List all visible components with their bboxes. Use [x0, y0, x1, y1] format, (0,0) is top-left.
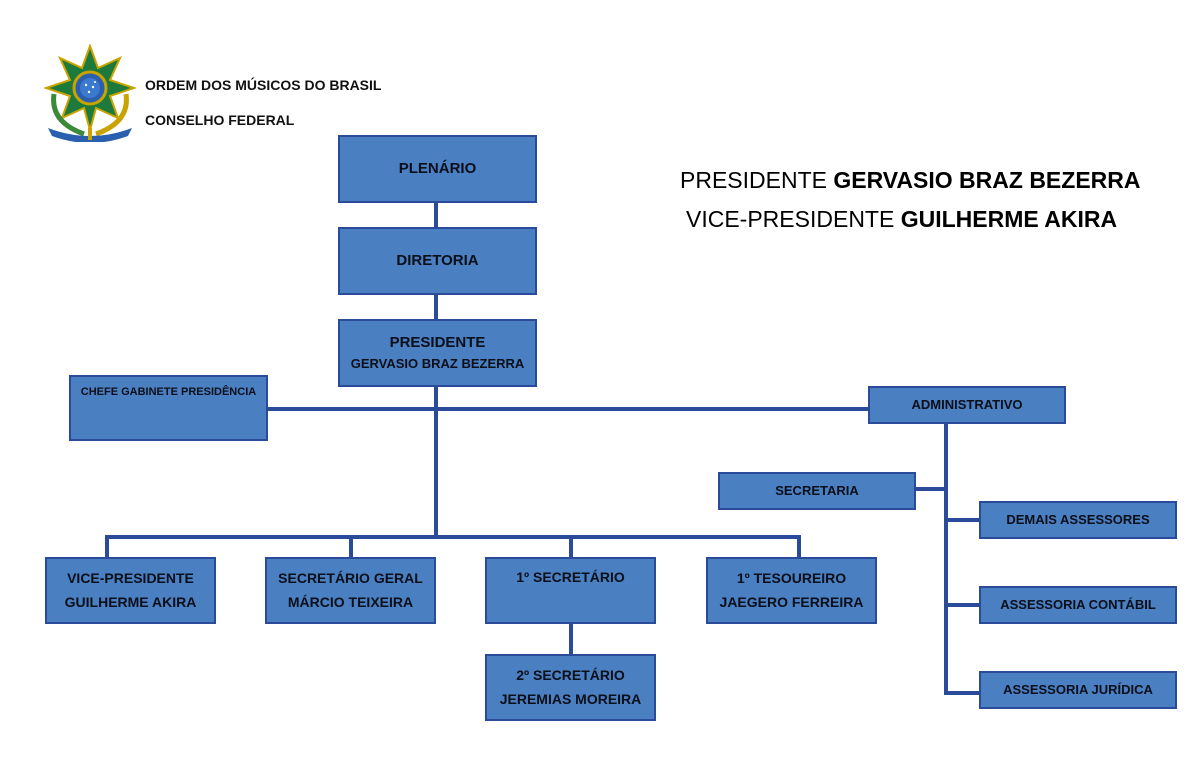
- lead-vice-role: VICE-PRESIDENTE: [686, 206, 895, 232]
- segundo-secretario-name: JEREMIAS MOREIRA: [499, 690, 642, 707]
- vice-presidente-role: VICE-PRESIDENTE: [67, 570, 194, 586]
- assessoria-juridica-label: ASSESSORIA JURÍDICA: [1003, 681, 1153, 697]
- org-name: ORDEM DOS MÚSICOS DO BRASIL: [145, 77, 382, 93]
- box-presidente: PRESIDENTE GERVASIO BRAZ BEZERRA: [338, 319, 537, 387]
- vice-presidente-name: GUILHERME AKIRA: [64, 593, 197, 610]
- box-assessoria-contabil: ASSESSORIA CONTÁBIL: [979, 586, 1177, 624]
- presidente-role: PRESIDENTE: [389, 333, 486, 351]
- box-assessoria-juridica: ASSESSORIA JURÍDICA: [979, 671, 1177, 709]
- segundo-secretario-role: 2º SECRETÁRIO: [516, 667, 625, 683]
- connector-demais-assessores: [944, 518, 981, 522]
- connector-secretarios: [569, 622, 573, 656]
- brazil-coat-of-arms-icon: [44, 44, 136, 142]
- connector-bottom-horizontal: [105, 535, 801, 539]
- lead-president-role: PRESIDENTE: [680, 167, 827, 193]
- lead-vice-president: VICE-PRESIDENTE GUILHERME AKIRA: [686, 206, 1117, 233]
- secretaria-label: SECRETARIA: [775, 482, 859, 498]
- connector-plenario-diretoria: [434, 202, 438, 229]
- assessoria-contabil-label: ASSESSORIA CONTÁBIL: [1000, 596, 1156, 612]
- box-primeiro-secretario: 1º SECRETÁRIO: [485, 557, 656, 624]
- connector-admin-trunk: [944, 422, 948, 695]
- connector-assessoria-contabil: [944, 603, 981, 607]
- box-vice-presidente: VICE-PRESIDENTE GUILHERME AKIRA: [45, 557, 216, 624]
- org-unit: CONSELHO FEDERAL: [145, 112, 295, 128]
- primeiro-tesoureiro-role: 1º TESOUREIRO: [736, 570, 847, 586]
- connector-assessoria-juridica: [944, 691, 981, 695]
- box-demais-assessores: DEMAIS ASSESSORES: [979, 501, 1177, 539]
- connector-drop-tesoureiro: [797, 535, 801, 559]
- lead-vice-name: GUILHERME AKIRA: [900, 206, 1118, 232]
- box-plenario: PLENÁRIO: [338, 135, 537, 203]
- box-diretoria: DIRETORIA: [338, 227, 537, 295]
- primeiro-secretario-role: 1º SECRETÁRIO: [516, 569, 625, 585]
- box-chefe-gabinete: CHEFE GABINETE PRESIDÊNCIA: [69, 375, 268, 441]
- box-primeiro-tesoureiro: 1º TESOUREIRO JAEGERO FERREIRA: [706, 557, 877, 624]
- connector-drop-secretario-geral: [349, 535, 353, 559]
- connector-drop-vice: [105, 535, 109, 559]
- administrativo-label: ADMINISTRATIVO: [911, 396, 1023, 412]
- box-secretario-geral: SECRETÁRIO GERAL MÁRCIO TEIXEIRA: [265, 557, 436, 624]
- box-administrativo: ADMINISTRATIVO: [868, 386, 1066, 424]
- connector-drop-primeiro-secretario: [569, 535, 573, 559]
- connector-secretaria: [914, 487, 948, 491]
- presidente-name: GERVASIO BRAZ BEZERRA: [350, 356, 525, 372]
- diretoria-label: DIRETORIA: [396, 251, 479, 269]
- box-segundo-secretario: 2º SECRETÁRIO JEREMIAS MOREIRA: [485, 654, 656, 721]
- secretario-geral-role: SECRETÁRIO GERAL: [278, 570, 423, 586]
- lead-president: PRESIDENTE GERVASIO BRAZ BEZERRA: [680, 167, 1141, 194]
- lead-president-name: GERVASIO BRAZ BEZERRA: [833, 167, 1141, 193]
- box-secretaria: SECRETARIA: [718, 472, 916, 510]
- demais-assessores-label: DEMAIS ASSESSORES: [1006, 511, 1150, 527]
- primeiro-tesoureiro-name: JAEGERO FERREIRA: [719, 593, 864, 610]
- chefe-gabinete-label: CHEFE GABINETE PRESIDÊNCIA: [80, 386, 257, 398]
- connector-diretoria-presidente: [434, 294, 438, 321]
- connector-gabinete-administrativo: [267, 407, 870, 411]
- secretario-geral-name: MÁRCIO TEIXEIRA: [287, 593, 414, 610]
- connector-presidente-trunk: [434, 386, 438, 538]
- plenario-label: PLENÁRIO: [398, 159, 477, 177]
